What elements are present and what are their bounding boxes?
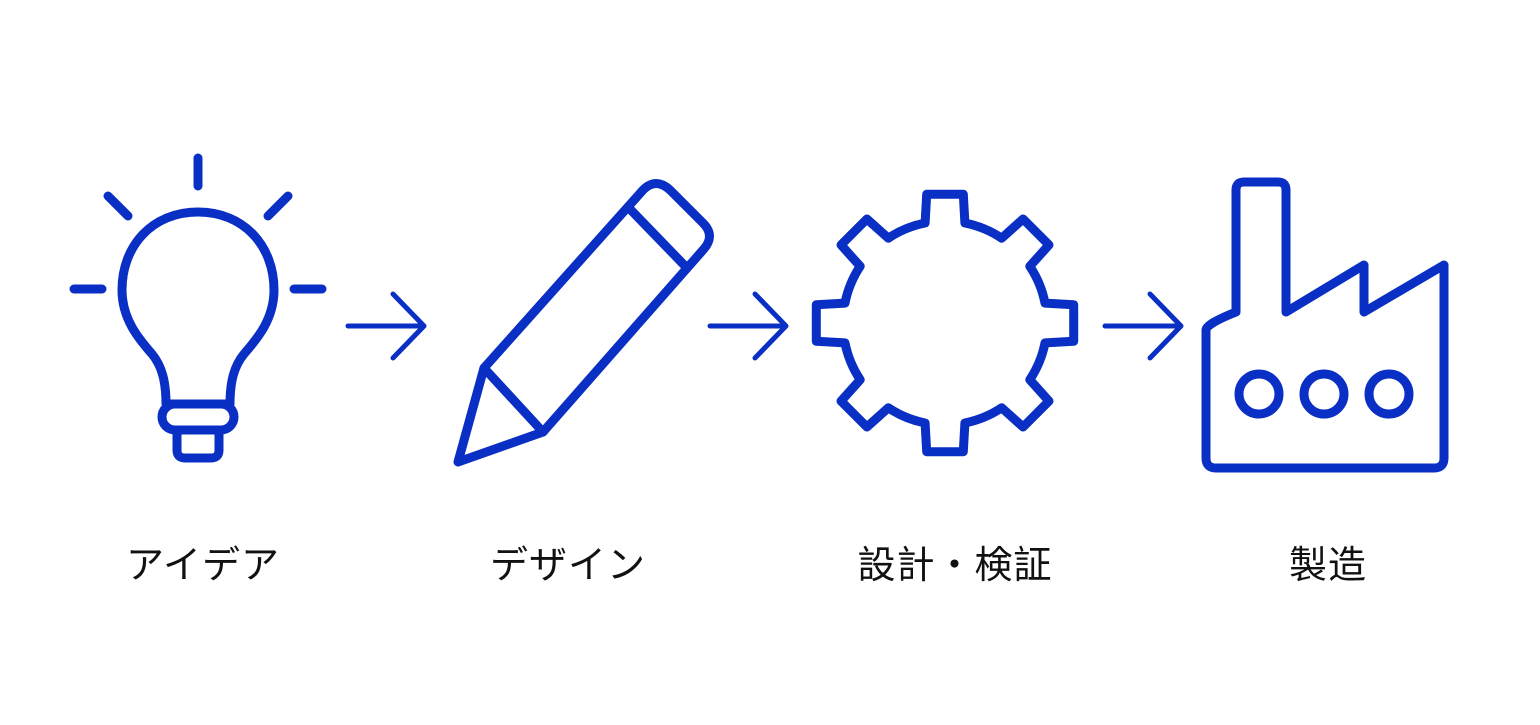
- arrow-right-icon: [343, 286, 427, 366]
- step-label-design: デザイン: [489, 543, 646, 587]
- factory-icon: [1195, 170, 1460, 480]
- step-label-verification: 設計・検証: [857, 543, 1053, 587]
- pencil-icon: [445, 175, 725, 475]
- step-label-idea: アイデア: [125, 543, 281, 587]
- arrow-right-icon: [705, 286, 789, 366]
- arrow-right-icon: [1100, 286, 1184, 366]
- gear-icon: [810, 180, 1090, 470]
- lightbulb-icon: [60, 145, 340, 475]
- step-label-manufacturing: 製造: [1288, 543, 1367, 587]
